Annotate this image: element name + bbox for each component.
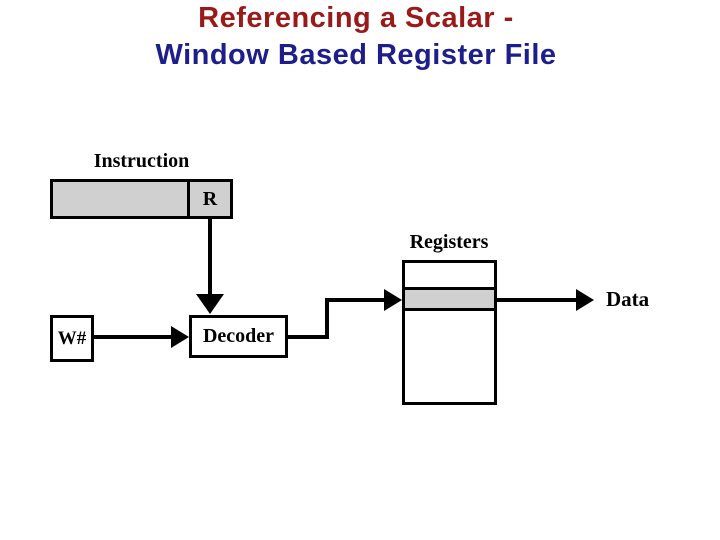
decoder-to-registers-connector-segment	[325, 298, 329, 339]
decoder-box: Decoder	[189, 315, 288, 358]
slide-title: Referencing a Scalar - Window Based Regi…	[0, 0, 712, 74]
registers-to-data-connector	[497, 298, 578, 302]
title-line-1: Referencing a Scalar -	[198, 2, 514, 34]
decoder-to-registers-connector-segment	[288, 335, 329, 339]
instruction-box: R	[50, 179, 233, 219]
decoder-to-registers-connector-segment	[325, 298, 386, 302]
w-to-decoder-connector	[94, 335, 171, 339]
instruction-label: Instruction	[93, 150, 190, 172]
arrowhead-right-icon	[171, 326, 189, 348]
registers-box	[402, 260, 497, 405]
instruction-register-field: R	[187, 182, 230, 216]
registers-label: Registers	[409, 231, 489, 253]
instruction-opcode-field	[53, 182, 187, 216]
window-number-box: W#	[50, 315, 94, 362]
r-to-decoder-connector	[208, 219, 212, 295]
title-line-2: Window Based Register File	[155, 39, 557, 71]
arrowhead-right-icon	[576, 289, 594, 311]
arrowhead-down-icon	[196, 294, 224, 314]
selected-register-row	[405, 287, 494, 311]
arrowhead-right-icon	[384, 289, 402, 311]
data-label: Data	[606, 287, 650, 311]
